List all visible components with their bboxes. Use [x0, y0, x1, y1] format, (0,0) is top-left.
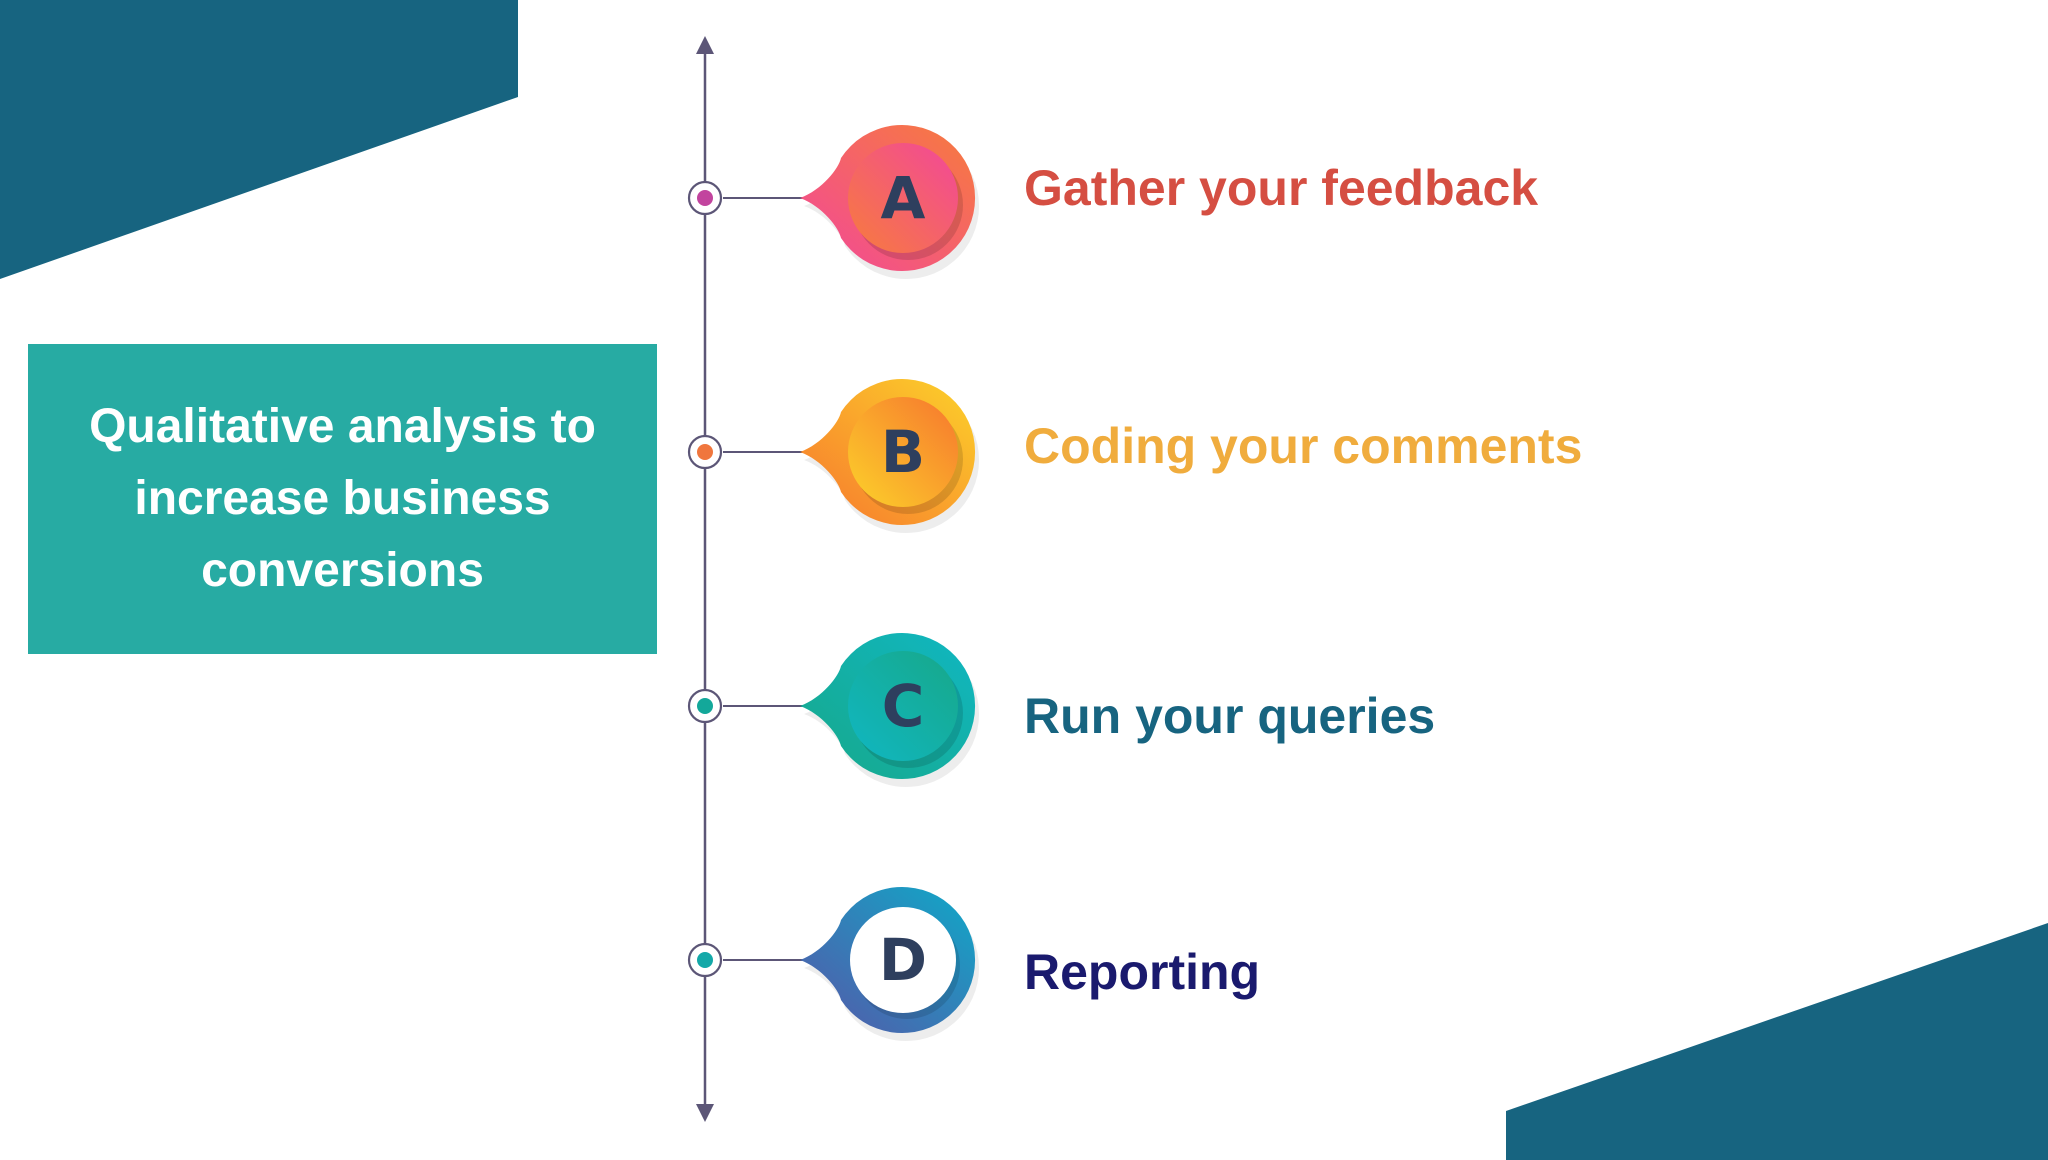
step-letter: D — [878, 926, 928, 994]
step-inner-circle — [848, 397, 958, 507]
step-node-dot — [697, 444, 713, 460]
axis-arrow-up-icon — [696, 36, 714, 54]
step-b — [687, 379, 980, 533]
step-node-dot — [697, 952, 713, 968]
axis-arrow-down-icon — [696, 1104, 714, 1122]
step-c — [687, 633, 980, 787]
step-a — [687, 125, 980, 279]
step-letter: A — [880, 164, 926, 232]
step-d — [687, 887, 980, 1041]
bottom-right-corner-shape — [1506, 923, 2048, 1160]
step-label: Reporting — [1024, 944, 1261, 1000]
title-text: Qualitative analysis to increase busines… — [89, 400, 596, 597]
step-inner-circle — [850, 907, 956, 1013]
step-inner-circle — [848, 143, 958, 253]
step-inner-circle — [848, 651, 958, 761]
step-letter: B — [880, 418, 926, 486]
top-left-corner-shape — [0, 0, 518, 279]
step-label: Run your queries — [1024, 688, 1436, 744]
step-node-dot — [697, 190, 713, 206]
step-node-dot — [697, 698, 713, 714]
step-letter: C — [881, 672, 925, 740]
step-label: Coding your comments — [1024, 418, 1583, 474]
title-box: Qualitative analysis to increase busines… — [28, 344, 657, 654]
step-label: Gather your feedback — [1024, 160, 1539, 216]
